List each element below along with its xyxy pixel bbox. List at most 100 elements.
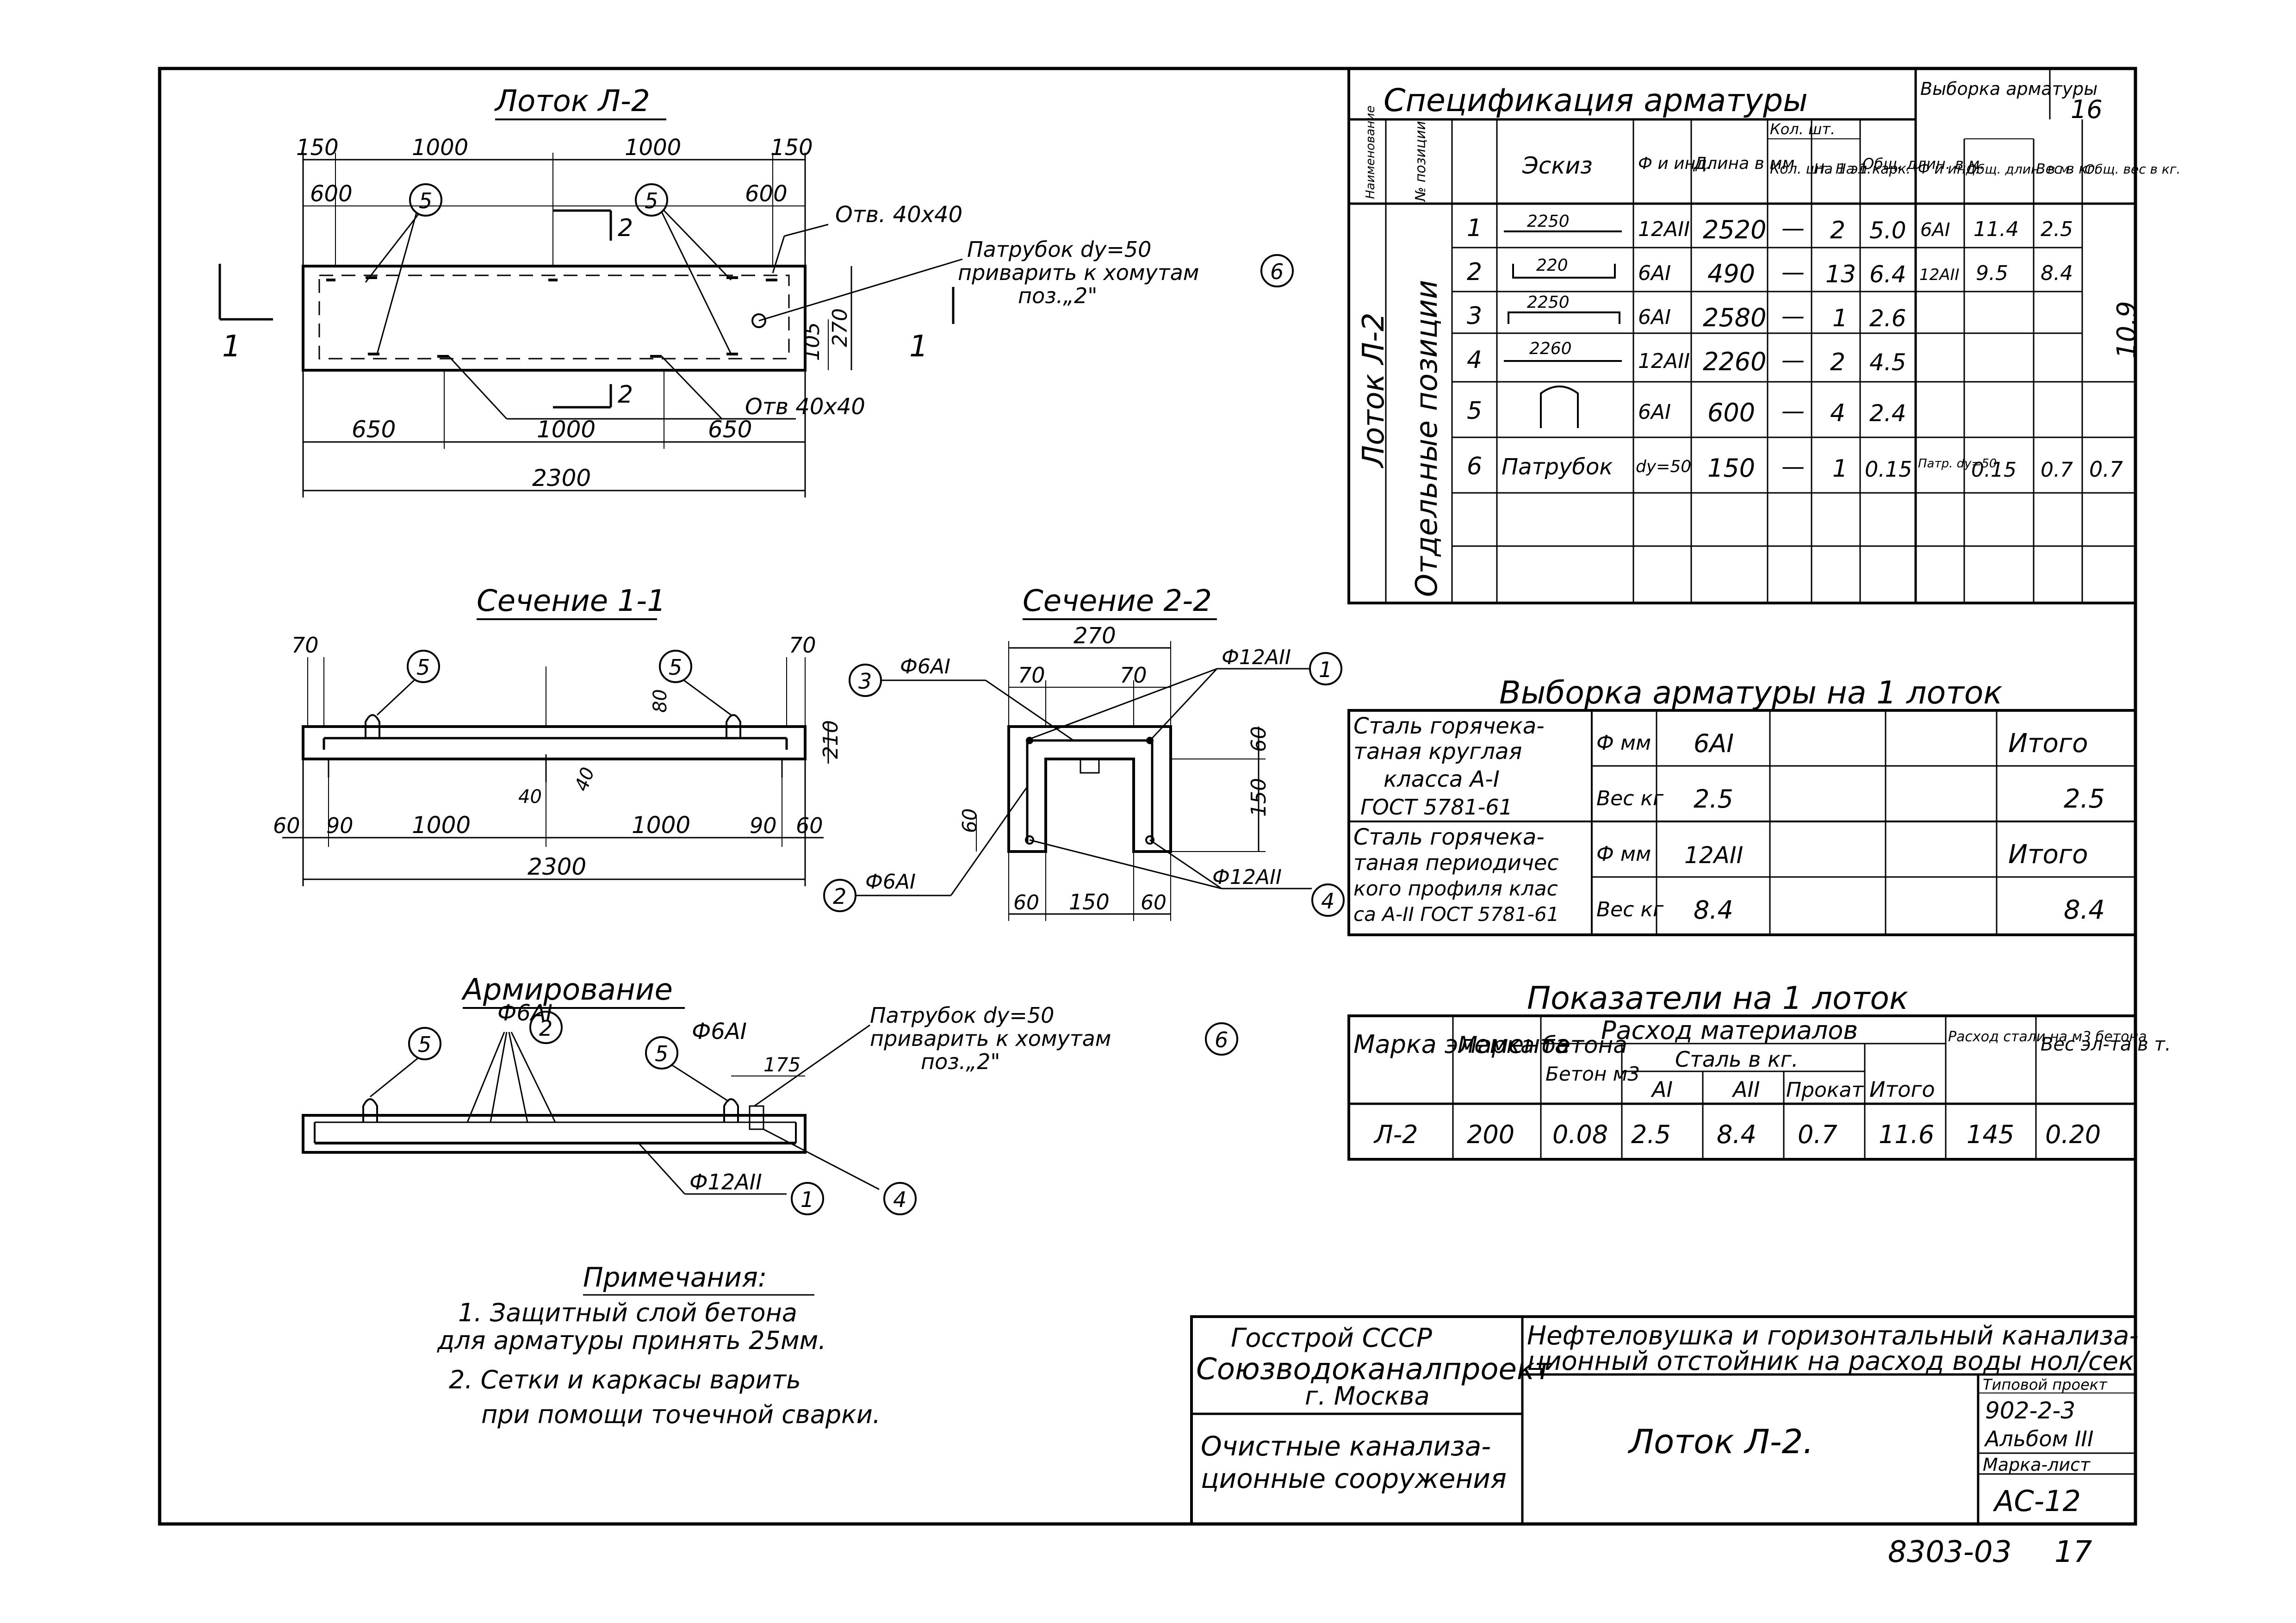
callout-3-label: Ф6АI xyxy=(900,655,950,678)
spec-row-2-sel-len: 9.5 xyxy=(1976,261,2008,285)
notes-title: Примечания: xyxy=(583,1262,767,1293)
sel-block1-label-3: класса А-I xyxy=(1384,766,1500,792)
spec-header-len: Длина в мм xyxy=(1693,154,1795,173)
spec-header-sel-w: Вес в кг. xyxy=(2036,161,2099,177)
spec-header-sel-len: Общ. длин. в м. xyxy=(1967,162,2073,177)
spec-table-title: Спецификация арматуры xyxy=(1384,82,1808,119)
spec-row-6-sel-len: 0.15 xyxy=(1971,458,2017,482)
balloon-1 xyxy=(1309,652,1342,685)
top-view-title: Лоток Л-2 xyxy=(494,84,650,118)
spec-row-5-el: 4 xyxy=(1830,399,1845,427)
spec-header-total-w: Общ. вес в кг. xyxy=(2085,162,2180,177)
spec-row-3-el: 1 xyxy=(1832,305,1848,332)
spec-row-6-kark: — xyxy=(1781,453,1805,480)
spec-row-6-sketch: Патрубок xyxy=(1502,454,1613,480)
tb-page-number: 17 xyxy=(2054,1535,2092,1569)
dim-90-left: 90 xyxy=(326,813,354,838)
dim-650-left: 650 xyxy=(352,416,396,443)
tb-sheet-name: Лоток Л-2. xyxy=(1627,1422,1813,1461)
selection-table-title: Выборка арматуры на 1 лоток xyxy=(1499,675,2003,711)
dim-650-right: 650 xyxy=(708,416,752,443)
sel-block2-label-4: са А-II ГОСТ 5781-61 xyxy=(1353,903,1559,926)
dim-40-b: 40 xyxy=(571,765,599,794)
balloon-4-arm-label: 4 xyxy=(893,1187,906,1212)
balloon-5-sec-left-label: 5 xyxy=(416,655,430,680)
spec-element: Лоток Л-2 xyxy=(1357,312,1391,468)
sel-block2-total: 8.4 xyxy=(2064,895,2105,925)
spec-header-total-len: Общ. длин. в м. xyxy=(1862,155,1984,173)
dim-2300-top: 2300 xyxy=(532,465,591,491)
dim-150-sec-vert: 150 xyxy=(1247,778,1271,817)
tb-section-1: Очистные канализа- xyxy=(1201,1430,1491,1462)
ind-header-mark-el: Марка элемента xyxy=(1353,1030,1570,1059)
spec-row-1-pos: 1 xyxy=(1467,214,1482,242)
sel-unit-d-2: Ф мм xyxy=(1596,842,1651,866)
dim-600-right: 600 xyxy=(745,181,788,207)
spec-row-6-total: 0.15 xyxy=(1865,457,1912,482)
balloon-6-arm xyxy=(1205,1022,1238,1056)
sel-unit-w-2: Вес кг xyxy=(1596,898,1664,921)
hole-note-top: Отв. 40х40 xyxy=(835,202,962,228)
balloon-5-arm-left-label: 5 xyxy=(418,1032,431,1057)
sel-block2-w: 8.4 xyxy=(1694,895,1733,925)
section-1-mark-left: 1 xyxy=(222,330,241,364)
spec-row-5: 5 6АI 600 — 4 2.4 xyxy=(1467,386,1906,428)
spec-header-kark: Кол. шт. На 1 карк. xyxy=(1770,161,1911,177)
spec-row-5-pos: 5 xyxy=(1467,397,1482,425)
spec-row-3-sketch: 2250 xyxy=(1527,293,1570,312)
tb-mark-sheet: Марка-лист xyxy=(1983,1455,2091,1475)
spec-row-1-el: 2 xyxy=(1830,217,1845,244)
spec-row-6-pos: 6 xyxy=(1467,453,1482,480)
balloon-2 xyxy=(823,879,856,912)
spec-table: Спецификация арматуры Выборка арматуры 1… xyxy=(1347,67,2180,604)
arm-pipe-note-line2: приварить к хомутам xyxy=(870,1026,1111,1051)
ind-header-per-m3: Расход стали на м3 бетона xyxy=(1948,1029,2147,1045)
balloon-1-label: 1 xyxy=(1319,657,1332,682)
rebar-label-6AI-left: Ф6АI xyxy=(497,1000,552,1026)
dim-70-right: 70 xyxy=(789,633,816,658)
note-2-line1: 2. Сетки и каркасы варить xyxy=(449,1365,801,1394)
balloon-1-arm-label: 1 xyxy=(800,1187,814,1212)
dim-80: 80 xyxy=(650,689,671,713)
section-1-1-title: Сечение 1-1 xyxy=(477,584,666,618)
spec-row-2-el: 13 xyxy=(1825,261,1856,288)
ind-val-weight: 0.20 xyxy=(2045,1120,2101,1149)
dim-1000-sec-right: 1000 xyxy=(632,812,690,839)
spec-row-1-sketch: 2250 xyxy=(1527,212,1570,231)
dim-105: 105 xyxy=(800,322,824,361)
spec-header-name: Наименование xyxy=(1364,106,1378,199)
sel-unit-w-1: Вес кг xyxy=(1596,787,1664,810)
balloon-6-top-label: 6 xyxy=(1270,259,1284,284)
section-2-mark-bottom: 2 xyxy=(618,381,633,409)
section-2-mark-top: 2 xyxy=(618,214,633,242)
dim-150-sec-bot: 150 xyxy=(1069,889,1110,914)
spec-row-1-total: 5.0 xyxy=(1869,217,1906,244)
spec-row-4-d: 12АII xyxy=(1638,349,1690,373)
dim-210: 210 xyxy=(819,720,843,759)
tb-section-2: ционные сооружения xyxy=(1201,1463,1507,1494)
spec-header-pos: № позиции xyxy=(1413,121,1429,202)
note-1-line1: 1. Защитный слой бетона xyxy=(458,1298,797,1327)
spec-row-4-sketch: 2260 xyxy=(1529,339,1572,358)
section-1-mark-right: 1 xyxy=(909,330,928,364)
indicators-table: Показатели на 1 лоток Марка элемента Мар… xyxy=(1347,980,2171,1161)
dim-1000-right: 1000 xyxy=(625,135,681,161)
rebar-label-6AI-right: Ф6АI xyxy=(692,1019,747,1045)
spec-row-2-sketch: 220 xyxy=(1536,256,1568,275)
reinforcement-body xyxy=(302,1114,807,1154)
spec-row-1: 1 2250 12АII 2520 — 2 5.0 6АI 11.4 2.5 xyxy=(1467,212,2073,244)
spec-row-4: 4 2260 12АII 2260 — 2 4.5 xyxy=(1467,339,1906,376)
ind-val-concrete: 0.08 xyxy=(1552,1120,1608,1149)
dim-70-sec-right: 70 xyxy=(1120,663,1147,688)
ind-val-prokat: 0.7 xyxy=(1798,1120,1837,1149)
spec-row-2: 2 220 6АI 490 — 13 6.4 12АII 9.5 8.4 xyxy=(1467,256,2073,288)
balloon-2-arm-label: 2 xyxy=(539,1016,552,1041)
sel-unit-d-1: Ф мм xyxy=(1596,731,1651,755)
balloon-6-top xyxy=(1260,254,1294,287)
ind-header-itogo: Итого xyxy=(1869,1077,1935,1102)
spec-total-weight: 10.9 xyxy=(2112,301,2142,359)
ind-val-a1: 2.5 xyxy=(1631,1120,1671,1149)
spec-header-sel-d: Ф и инд. xyxy=(1918,161,1980,177)
spec-row-3-d: 6АI xyxy=(1638,305,1671,329)
